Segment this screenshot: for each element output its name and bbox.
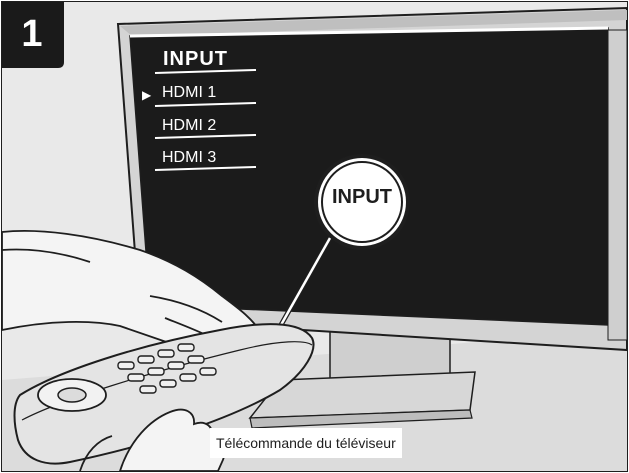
tv-menu-item-hdmi3: HDMI 3 xyxy=(162,149,217,166)
step-badge xyxy=(2,2,64,68)
tv-menu-item-hdmi2: HDMI 2 xyxy=(162,117,217,134)
tv-bezel-right xyxy=(607,29,628,341)
tv-menu-item-hdmi1: HDMI 1 xyxy=(162,84,217,101)
remote-control xyxy=(13,323,315,465)
selected-marker-icon: ▶ xyxy=(142,88,152,102)
callout-circle-ring xyxy=(321,161,403,243)
input-button-callout-label: INPUT xyxy=(332,186,392,208)
tv-menu-title: INPUT xyxy=(163,48,228,70)
menu-underlines xyxy=(154,69,257,171)
tv-bezel-top-edge xyxy=(120,10,627,36)
caption: Télécommande du téléviseur xyxy=(210,428,402,458)
step-number: 1 xyxy=(21,13,43,55)
callout-circle xyxy=(318,158,406,246)
screen-highlight xyxy=(129,26,609,38)
